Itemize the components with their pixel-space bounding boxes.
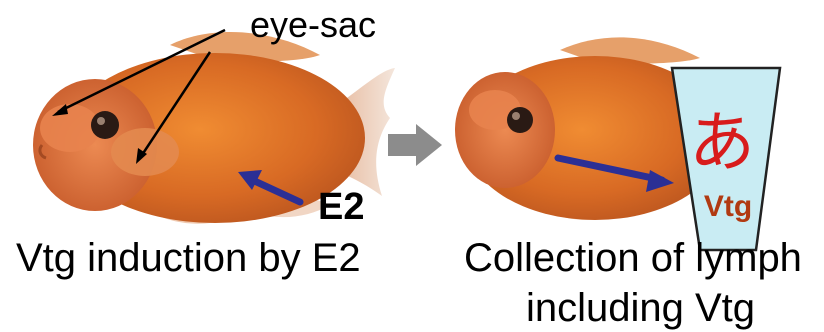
e2-label: E2 bbox=[318, 186, 364, 229]
container-label: Vtg bbox=[704, 190, 752, 223]
eye-sac-label: eye-sac bbox=[250, 4, 376, 46]
caption-induction: Vtg induction by E2 bbox=[16, 236, 361, 281]
process-arrow-icon bbox=[388, 124, 442, 166]
caption-collection-line2: including Vtg bbox=[526, 286, 755, 331]
caption-collection-line1: Collection of lymph bbox=[464, 236, 802, 281]
container-glyph: あ bbox=[689, 104, 755, 181]
collection-cup-icon: あ Vtg bbox=[672, 68, 780, 250]
